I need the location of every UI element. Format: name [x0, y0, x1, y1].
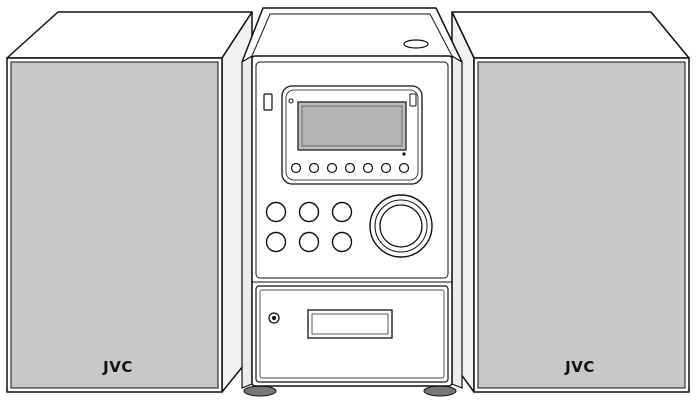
tape-window-inner: [311, 313, 389, 335]
left-foot: [243, 385, 277, 397]
unit-left-side: [241, 54, 253, 389]
right-speaker-logo: JVC: [564, 358, 595, 376]
function-button-3[interactable]: [326, 162, 338, 174]
left-speaker-top: [6, 11, 253, 59]
control-button-1[interactable]: [265, 201, 287, 223]
display-indicator-dot: [288, 98, 294, 104]
control-buttons-grid: [265, 201, 353, 253]
unit-top-edge: [251, 13, 453, 57]
right-speaker-top: [451, 11, 690, 59]
tape-window: [307, 309, 393, 339]
function-button-2[interactable]: [308, 162, 320, 174]
unit-top: [241, 7, 463, 63]
function-button-5[interactable]: [362, 162, 374, 174]
left-speaker: JVC: [6, 11, 253, 393]
display-panel-inner: [285, 89, 419, 181]
function-button-6[interactable]: [380, 162, 392, 174]
headphone-jack-icon[interactable]: [268, 312, 280, 324]
right-speaker: JVC: [451, 11, 690, 393]
control-button-3[interactable]: [331, 201, 353, 223]
remote-sensor-dot: [402, 152, 406, 156]
headphone-jack-hole: [272, 316, 276, 320]
right-speaker-grille: [477, 61, 686, 389]
function-button-1[interactable]: [290, 162, 302, 174]
function-buttons-row: [290, 162, 410, 174]
left-speaker-grille: [10, 61, 219, 389]
cd-slot-indicator: [409, 93, 417, 107]
control-button-4[interactable]: [265, 231, 287, 253]
volume-knob-center: [379, 204, 423, 248]
control-button-6[interactable]: [331, 231, 353, 253]
right-foot: [423, 385, 457, 397]
control-button-5[interactable]: [298, 231, 320, 253]
main-unit: [241, 7, 463, 397]
volume-knob-icon[interactable]: [369, 194, 433, 258]
top-eject-button[interactable]: [403, 39, 429, 49]
control-button-2[interactable]: [298, 201, 320, 223]
display-screen-inner: [301, 105, 403, 147]
function-button-7[interactable]: [398, 162, 410, 174]
function-button-4[interactable]: [344, 162, 356, 174]
left-speaker-logo: JVC: [102, 358, 133, 376]
power-button[interactable]: [263, 93, 273, 111]
lower-front-panel-inner: [259, 289, 445, 379]
unit-right-side: [451, 54, 463, 389]
